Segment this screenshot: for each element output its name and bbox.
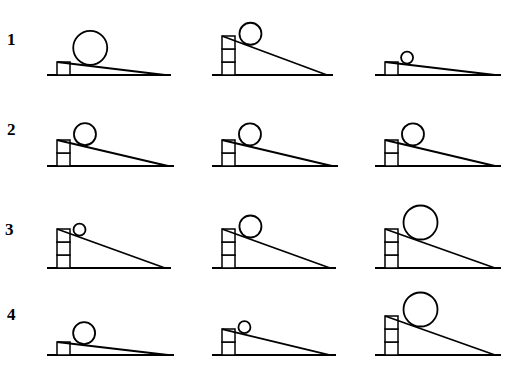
stack-block bbox=[385, 342, 398, 355]
ramp-line bbox=[57, 140, 168, 166]
ramp-panel bbox=[212, 321, 336, 355]
stack-block bbox=[222, 342, 235, 355]
ball-circle bbox=[402, 123, 424, 145]
stack-block bbox=[222, 62, 235, 75]
ramp-line bbox=[57, 229, 165, 268]
stack-block bbox=[385, 153, 398, 166]
ramp-panel bbox=[212, 23, 333, 75]
stack-block bbox=[222, 49, 235, 62]
ramp-line bbox=[385, 229, 495, 268]
stack-block bbox=[57, 255, 70, 268]
ramp-panel bbox=[375, 205, 501, 268]
ball-circle bbox=[74, 123, 96, 145]
ball-circle bbox=[74, 224, 86, 236]
ramp-panel bbox=[212, 216, 336, 268]
ball-circle bbox=[404, 292, 438, 326]
row-number: 3 bbox=[5, 221, 14, 238]
ramp-panel bbox=[212, 123, 338, 166]
ramp-panel bbox=[47, 322, 174, 355]
stack-block bbox=[385, 242, 398, 255]
ramp-line bbox=[385, 316, 495, 355]
ramp-panel bbox=[47, 123, 174, 166]
ramp-line bbox=[385, 140, 495, 166]
stack-block bbox=[222, 242, 235, 255]
row-number: 1 bbox=[7, 31, 16, 48]
stack-block bbox=[57, 242, 70, 255]
ball-circle bbox=[73, 31, 107, 65]
ramp-line bbox=[222, 229, 330, 268]
stack-block bbox=[385, 329, 398, 342]
ramp-panel bbox=[47, 31, 171, 75]
stack-block bbox=[222, 153, 235, 166]
ramp-line bbox=[385, 62, 495, 75]
ball-circle bbox=[239, 216, 261, 238]
ramp-panel bbox=[375, 292, 501, 355]
stack-block bbox=[385, 255, 398, 268]
ramp-line bbox=[57, 342, 168, 355]
ramp-line bbox=[222, 140, 332, 166]
ball-circle bbox=[401, 52, 413, 64]
ball-circle bbox=[404, 205, 438, 239]
row-number: 2 bbox=[7, 121, 16, 138]
ball-circle bbox=[238, 321, 250, 333]
ball-circle bbox=[239, 123, 261, 145]
ramp-line bbox=[222, 329, 330, 355]
ball-circle bbox=[239, 23, 261, 45]
row-number: 4 bbox=[7, 306, 16, 323]
stack-block bbox=[222, 255, 235, 268]
stack-block bbox=[57, 153, 70, 166]
ramp-panel bbox=[375, 52, 501, 75]
ramp-panel bbox=[375, 123, 501, 166]
ramp-line bbox=[222, 36, 327, 75]
ramp-line bbox=[57, 62, 165, 75]
ramp-panel bbox=[47, 224, 171, 268]
ball-circle bbox=[73, 322, 95, 344]
